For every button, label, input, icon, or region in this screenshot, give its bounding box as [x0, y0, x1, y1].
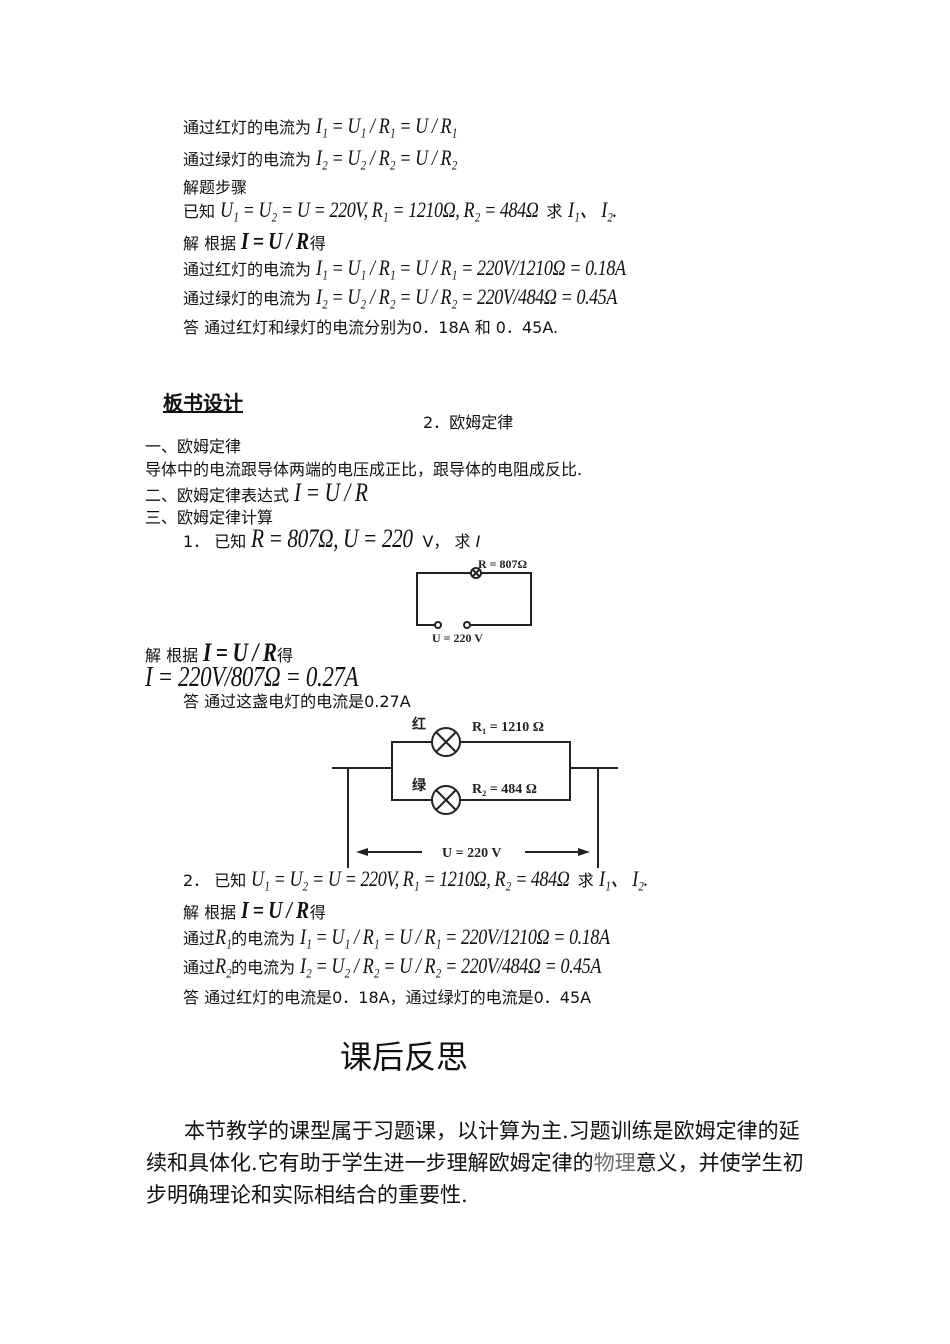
reflection-title: 课后反思 [340, 1038, 469, 1076]
reflection-text-highlight: 物理 [593, 1151, 636, 1175]
green-current-formula: I₂ = U₂ / R₂ = U / R₂ [316, 145, 458, 170]
problem-1-solve-prefix: 解 根据 [145, 646, 199, 665]
reflection-paragraph: 本节教学的课型属于习题课，以计算为主.习题训练是欧姆定律的延续和具体化.它有助于… [146, 1115, 806, 1211]
problem-2-answer-value-1: 0．18A [332, 988, 390, 1007]
problem-2-solve-formula: I = U / R [241, 898, 309, 924]
reflection-text-part-1: 本节教学的课型属于习题课，以计算为主.习题训练是欧姆定律的延续和具体化.它有助于… [146, 1119, 800, 1175]
item-1: 一、欧姆定律 [145, 437, 242, 456]
problem-1-num: 1． [183, 532, 210, 551]
problem-2-known-prefix: 已知 [214, 871, 247, 890]
problem-1-solve: 解 根据 I = U / R得 [145, 638, 293, 667]
board-subtitle-text: 欧姆定律 [449, 413, 514, 432]
item-1-text: 导体中的电流跟导体两端的电压成正比，跟导体的电阻成反比. [145, 460, 583, 479]
circuit-diagram-single-lamp: R = 807Ω U = 220 V [416, 557, 532, 645]
board-subtitle-num: 2． [423, 413, 450, 432]
circuit-2-r1-label: R₁ = 1210 Ω [472, 720, 544, 735]
item-2-prefix: 二、欧姆定律表达式 [145, 486, 290, 505]
problem-2-r2-line: 通过R₂的电流为 I₂ = U₂ / R₂ = U / R₂ = 220V/48… [183, 953, 667, 978]
green-calc-line: 通过绿灯的电流为 I₂ = U₂ / R₂ = U / R₂ = 220V/48… [183, 284, 683, 309]
circuit-diagram-parallel-lamps: 红 绿 R₁ = 1210 Ω R₂ = 484 Ω U = 220 V [332, 716, 618, 868]
answer-line-1: 答 通过红灯和绿灯的电流分别为0．18A 和 0．45A. [183, 318, 558, 338]
problem-1-ask: 求 [454, 532, 471, 551]
problem-1-target: I [475, 532, 481, 551]
problem-1-result: I = 220V/807Ω = 0.27A [145, 662, 405, 693]
known-targets: I₁、 I₂. [567, 197, 617, 222]
problem-1-answer: 答 通过这盏电灯的电流是0.27A [183, 692, 411, 712]
problem-2-known-formula: U₁ = U₂ = U = 220V, R₁ = 1210Ω, R₂ = 484… [251, 866, 570, 891]
item-3: 三、欧姆定律计算 [145, 508, 274, 527]
circuit-1-resistor-label: R = 807Ω [478, 557, 528, 571]
problem-2-r2-formula: I₂ = U₂ / R₂ = U / R₂ = 220V/484Ω = 0.45… [300, 953, 602, 978]
problem-2-r2-prefix: 通过 [183, 958, 216, 977]
answer-value-2: 0．45A. [495, 318, 559, 337]
problem-2-answer: 答 通过红灯的电流是0．18A，通过绿灯的电流是0．45A [183, 988, 591, 1008]
problem-1-solve-suffix: 得 [276, 646, 293, 665]
circuit-2-r2-label: R₂ = 484 Ω [472, 782, 537, 797]
problem-2-solve-prefix: 解 根据 [183, 903, 237, 922]
problem-2-answer-prefix: 答 通过红灯的电流是 [183, 988, 333, 1007]
red-calc-line: 通过红灯的电流为 I₁ = U₁ / R₁ = U / R₁ = 220V/12… [183, 255, 694, 280]
problem-2-r1-prefix: 通过 [183, 929, 216, 948]
solve-suffix: 得 [309, 234, 326, 253]
problem-2-answer-mid: ，通过绿灯的电流是 [389, 988, 534, 1007]
problem-2-known-targets: I₁、 I₂. [598, 866, 648, 891]
known-line: 已知 U₁ = U₂ = U = 220V, R₁ = 1210Ω, R₂ = … [183, 197, 627, 222]
reflection-text-part-2: 意义，并使学生初步明确理论和实际相结合的重要性. [146, 1151, 804, 1207]
solve-prefix: 解 根据 [183, 234, 237, 253]
red-current-line: 通过红灯的电流为 I₁ = U₁ / R₁ = U / R₁ [183, 113, 488, 138]
solve-line: 解 根据 I = U / R得 [183, 229, 326, 255]
problem-1-result-formula: I = 220V/807Ω = 0.27A [145, 662, 359, 693]
circuit-2-voltage-label: U = 220 V [442, 846, 501, 861]
board-design-heading: 板书设计 [163, 391, 243, 415]
circuit-2-red-label: 红 [412, 716, 426, 733]
red-calc-label: 通过红灯的电流为 [183, 260, 312, 279]
problem-2-r2-label: 的电流为 [231, 958, 296, 977]
solve-formula: I = U / R [241, 229, 309, 255]
problem-2-known-suffix: 求 [577, 871, 594, 890]
problem-1-known: 1． 已知 R = 807Ω, U = 220 V， 求 I [183, 524, 481, 553]
problem-2-r1-label: 的电流为 [231, 929, 296, 948]
known-suffix: 求 [546, 202, 563, 221]
problem-2-solve: 解 根据 I = U / R得 [183, 898, 326, 924]
board-subtitle: 2．欧姆定律 [423, 413, 513, 433]
problem-1-known-formula: R = 807Ω, U = 220 [251, 524, 413, 553]
known-prefix: 已知 [183, 202, 216, 221]
problem-2-r1-line: 通过R₁的电流为 I₁ = U₁ / R₁ = U / R₁ = 220V/12… [183, 924, 678, 949]
red-current-label: 通过红灯的电流为 [183, 118, 312, 137]
known-formula: U₁ = U₂ = U = 220V, R₁ = 1210Ω, R₂ = 484… [220, 197, 539, 222]
problem-1-solve-formula: I = U / R [203, 638, 277, 667]
problem-1-known-prefix: 已知 [214, 532, 247, 551]
green-calc-formula: I₂ = U₂ / R₂ = U / R₂ = 220V/484Ω = 0.45… [316, 284, 618, 309]
problem-2-answer-value-2: 0．45A [533, 988, 592, 1007]
problem-2-r2-var: R₂ [215, 953, 232, 978]
problem-2-r1-formula: I₁ = U₁ / R₁ = U / R₁ = 220V/1210Ω = 0.1… [300, 924, 610, 949]
green-calc-label: 通过绿灯的电流为 [183, 289, 312, 308]
green-current-label: 通过绿灯的电流为 [183, 150, 312, 169]
circuit-1-voltage-label: U = 220 V [432, 631, 483, 645]
problem-2-known: 2． 已知 U₁ = U₂ = U = 220V, R₁ = 1210Ω, R₂… [183, 866, 658, 891]
problem-2-solve-suffix: 得 [309, 903, 326, 922]
problem-1-answer-value: 0.27A [364, 692, 411, 711]
problem-2-num: 2． [183, 871, 210, 890]
problem-1-known-unit: V， [422, 532, 450, 551]
answer-prefix: 答 通过红灯和绿灯的电流分别为 [183, 318, 413, 337]
steps-label: 解题步骤 [183, 178, 248, 197]
red-current-formula: I₁ = U₁ / R₁ = U / R₁ [316, 113, 458, 138]
item-2-formula: I = U / R [294, 478, 368, 507]
answer-value-1: 0．18A [412, 318, 470, 337]
red-calc-formula: I₁ = U₁ / R₁ = U / R₁ = 220V/1210Ω = 0.1… [316, 255, 626, 280]
problem-1-answer-prefix: 答 通过这盏电灯的电流是 [183, 692, 365, 711]
green-current-line: 通过绿灯的电流为 I₂ = U₂ / R₂ = U / R₂ [183, 145, 488, 170]
problem-2-r1-var: R₁ [215, 924, 232, 949]
circuit-2-green-label: 绿 [412, 777, 427, 794]
answer-mid: 和 [474, 318, 491, 337]
item-2: 二、欧姆定律表达式 I = U / R [145, 478, 384, 507]
